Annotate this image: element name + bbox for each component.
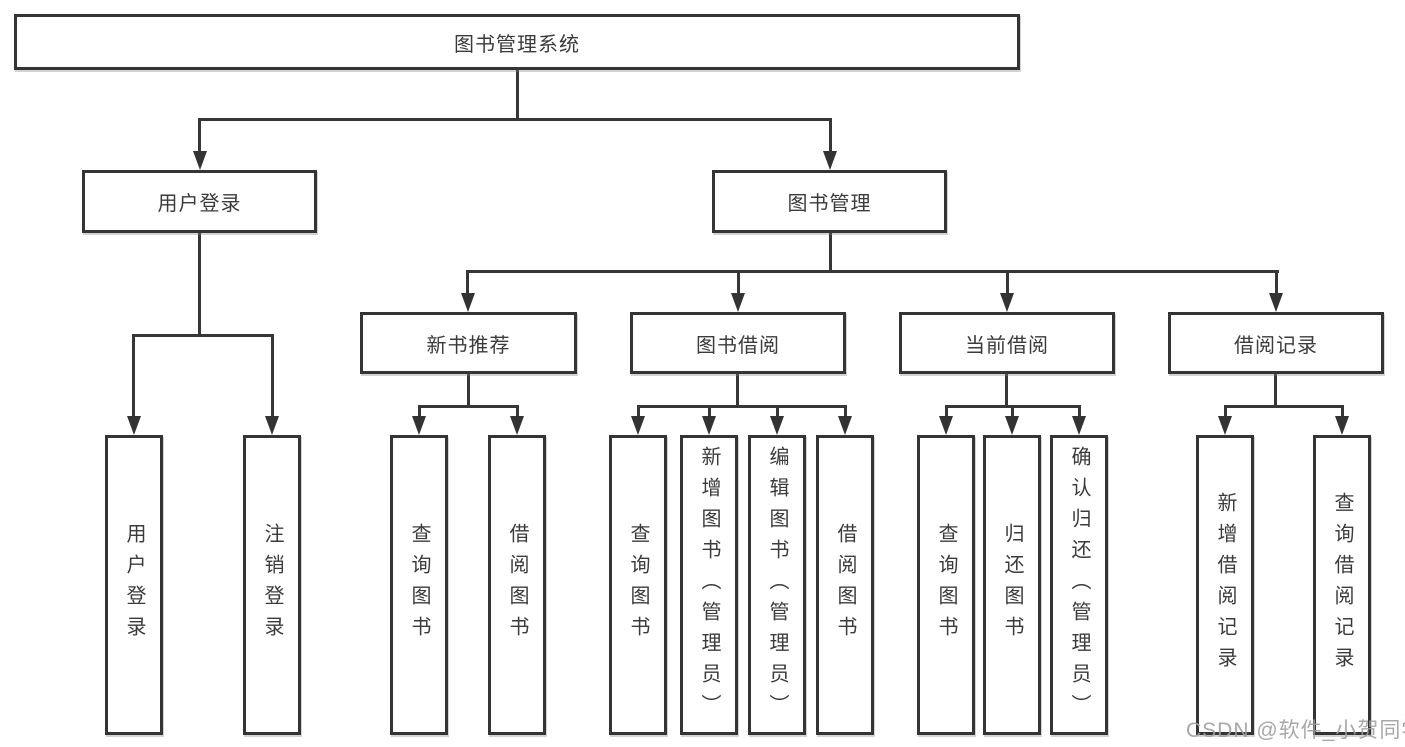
connector-line — [1005, 374, 1008, 408]
connector-line — [637, 405, 640, 421]
connector-line — [516, 405, 519, 421]
node-book-borrow: 图书借阅 — [630, 312, 846, 374]
connector-line — [637, 405, 847, 408]
connector-line — [271, 334, 274, 421]
arrow-down-icon — [1000, 293, 1014, 312]
connector-line — [198, 233, 201, 337]
leaf-borrow-books-recommend-label: 借阅图书 — [506, 523, 528, 647]
connector-line — [466, 270, 1279, 273]
arrow-down-icon — [1269, 293, 1283, 312]
arrow-down-icon — [1335, 416, 1349, 435]
leaf-query-books-borrow-label: 查询图书 — [627, 523, 649, 647]
arrow-down-icon — [127, 416, 141, 435]
arrow-down-icon — [412, 416, 426, 435]
connector-line — [198, 118, 201, 156]
leaf-query-borrow-record-label: 查询借阅记录 — [1331, 492, 1353, 678]
connector-line — [736, 374, 739, 408]
connector-line — [829, 118, 832, 156]
leaf-borrow-books-label: 借阅图书 — [834, 523, 856, 647]
leaf-return-book-label: 归还图书 — [1001, 523, 1023, 647]
arrow-down-icon — [1005, 416, 1019, 435]
connector-line — [844, 405, 847, 421]
connector-line — [418, 405, 519, 408]
connector-line — [1011, 405, 1014, 421]
node-current-borrow-label: 当前借阅 — [965, 334, 1049, 357]
leaf-confirm-return-admin-label: 确认归还（管理员） — [1068, 445, 1090, 725]
arrow-down-icon — [1072, 416, 1086, 435]
arrow-down-icon — [193, 151, 207, 170]
node-new-book-recommend-label: 新书推荐 — [426, 334, 511, 357]
node-borrow-records: 借阅记录 — [1168, 312, 1384, 374]
connector-line — [776, 405, 779, 421]
arrow-down-icon — [461, 293, 475, 312]
arrow-down-icon — [770, 416, 784, 435]
node-book-management: 图书管理 — [712, 170, 947, 233]
leaf-add-borrow-record: 新增借阅记录 — [1196, 435, 1254, 735]
connector-line — [467, 374, 470, 408]
connector-line — [1006, 270, 1009, 298]
leaf-borrow-books: 借阅图书 — [816, 435, 874, 735]
leaf-user-login-label: 用户登录 — [123, 523, 145, 647]
connector-line — [1275, 270, 1278, 298]
leaf-add-book-admin: 新增图书（管理员） — [680, 435, 738, 735]
arrow-down-icon — [731, 293, 745, 312]
leaf-query-borrow-record: 查询借阅记录 — [1313, 435, 1371, 735]
connector-line — [945, 405, 948, 421]
arrow-down-icon — [823, 151, 837, 170]
leaf-edit-book-admin-label: 编辑图书（管理员） — [766, 445, 788, 725]
node-user-login-label: 用户登录 — [157, 193, 242, 215]
connector-line — [198, 118, 832, 121]
leaf-add-book-admin-label: 新增图书（管理员） — [698, 445, 720, 725]
leaf-add-borrow-record-label: 新增借阅记录 — [1214, 492, 1236, 678]
connector-line — [1274, 374, 1277, 408]
leaf-edit-book-admin: 编辑图书（管理员） — [748, 435, 806, 735]
arrow-down-icon — [702, 416, 716, 435]
leaf-logout: 注销登录 — [243, 435, 301, 735]
connector-line — [829, 233, 832, 273]
leaf-query-books-current: 查询图书 — [917, 435, 975, 735]
leaf-query-books-recommend: 查询图书 — [390, 435, 448, 735]
leaf-query-books-recommend-label: 查询图书 — [408, 523, 430, 647]
leaf-confirm-return-admin: 确认归还（管理员） — [1050, 435, 1108, 735]
leaf-logout-label: 注销登录 — [261, 523, 283, 647]
connector-line — [1078, 405, 1081, 421]
connector-line — [708, 405, 711, 421]
arrow-down-icon — [631, 416, 645, 435]
connector-line — [1224, 405, 1344, 408]
connector-line — [737, 270, 740, 298]
leaf-return-book: 归还图书 — [983, 435, 1041, 735]
arrow-down-icon — [939, 416, 953, 435]
connector-line — [1224, 405, 1227, 421]
leaf-borrow-books-recommend: 借阅图书 — [488, 435, 546, 735]
leaf-query-books-current-label: 查询图书 — [935, 523, 957, 647]
connector-line — [132, 334, 274, 337]
node-book-borrow-label: 图书借阅 — [696, 334, 780, 357]
connector-line — [132, 334, 135, 421]
node-user-login: 用户登录 — [82, 170, 317, 233]
connector-line — [418, 405, 421, 421]
arrow-down-icon — [838, 416, 852, 435]
connector-line — [1341, 405, 1344, 421]
arrow-down-icon — [510, 416, 524, 435]
node-book-management-label: 图书管理 — [787, 193, 872, 215]
connector-line — [516, 70, 519, 120]
node-new-book-recommend: 新书推荐 — [360, 312, 577, 374]
node-current-borrow: 当前借阅 — [899, 312, 1115, 374]
connector-line — [466, 270, 469, 298]
node-root-label: 图书管理系统 — [454, 33, 580, 56]
node-root: 图书管理系统 — [14, 14, 1020, 70]
watermark: CSDN @软件_小贺同学 — [1186, 719, 1405, 742]
arrow-down-icon — [265, 416, 279, 435]
arrow-down-icon — [1218, 416, 1232, 435]
leaf-query-books-borrow: 查询图书 — [609, 435, 667, 735]
node-borrow-records-label: 借阅记录 — [1234, 334, 1318, 357]
leaf-user-login: 用户登录 — [105, 435, 163, 735]
